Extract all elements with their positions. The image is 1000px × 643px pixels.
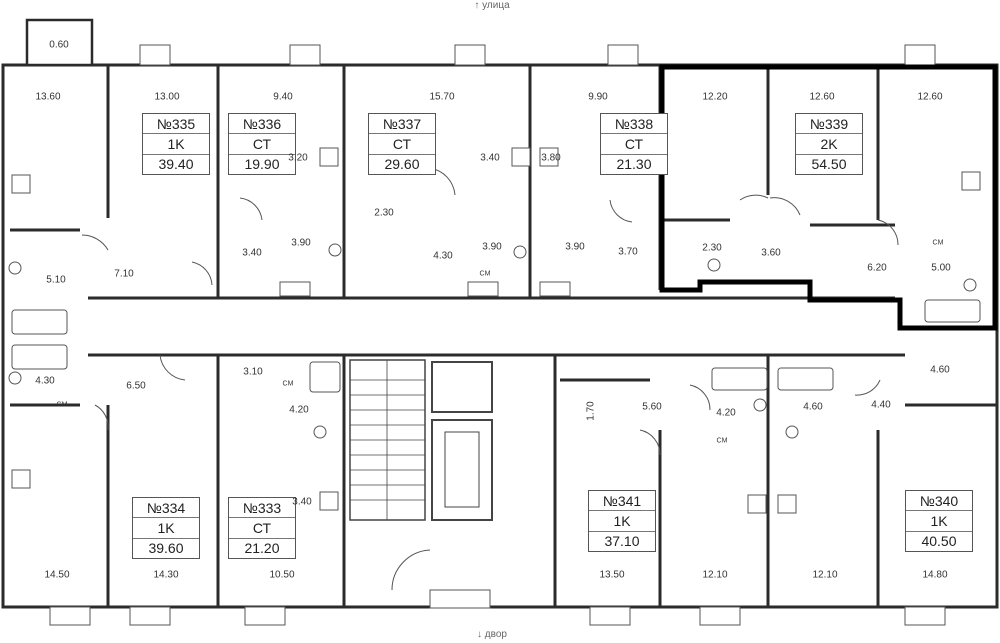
washer-label: CM xyxy=(932,239,944,247)
stairwell xyxy=(349,359,493,521)
room-area: 3.40 xyxy=(292,496,312,508)
apartment-type: СТ xyxy=(369,133,435,153)
apartment-type: СТ xyxy=(601,133,667,153)
apartment-area: 29.60 xyxy=(369,153,435,174)
apartment-number: №340 xyxy=(919,492,959,509)
room-area: 9.90 xyxy=(588,91,608,103)
highlighted-apartment-339 xyxy=(659,64,998,331)
interior-walls xyxy=(10,65,997,607)
room-area: 1.70 xyxy=(585,401,597,421)
room-area: 4.60 xyxy=(803,401,823,413)
apartment-336-label: №336 СТ 19.90 xyxy=(228,113,296,175)
apartment-338-label: №338 СТ 21.30 xyxy=(600,113,668,175)
apartment-type: 2K xyxy=(796,133,862,153)
room-area: 6.50 xyxy=(126,380,146,392)
apartment-number: №338 xyxy=(614,115,654,132)
apartment-337-label: №337 СТ 29.60 xyxy=(368,113,436,175)
room-area: 2.30 xyxy=(702,242,722,254)
balcony xyxy=(25,18,94,67)
room-area: 5.60 xyxy=(642,401,662,413)
washer-label: CM xyxy=(56,401,68,409)
apartment-type: СТ xyxy=(229,133,295,153)
windows xyxy=(49,44,946,626)
apartment-number: №336 xyxy=(242,115,282,132)
room-area: 3.40 xyxy=(480,152,500,164)
apartment-area: 39.60 xyxy=(133,537,199,558)
room-area: 3.80 xyxy=(541,152,561,164)
room-area: 14.80 xyxy=(922,569,948,581)
room-area: 2.30 xyxy=(374,207,394,219)
apartment-area: 21.30 xyxy=(601,153,667,174)
room-area: 12.60 xyxy=(917,91,943,103)
room-area: 12.20 xyxy=(702,91,728,103)
apartment-type: 1K xyxy=(589,510,655,530)
room-area: 12.10 xyxy=(812,569,838,581)
room-area: 14.50 xyxy=(44,569,70,581)
room-area: 6.20 xyxy=(867,262,887,274)
room-area: 3.90 xyxy=(291,237,311,249)
room-area: 13.00 xyxy=(154,91,180,103)
room-area: 3.10 xyxy=(243,366,263,378)
room-area: 3.90 xyxy=(482,241,502,253)
apartment-area: 54.50 xyxy=(796,153,862,174)
room-area: 14.30 xyxy=(153,569,179,581)
room-area: 4.20 xyxy=(289,404,309,416)
apartment-335-label: №335 1K 39.40 xyxy=(142,113,210,175)
room-area: 3.20 xyxy=(288,152,308,164)
yard-label: двор xyxy=(484,629,507,640)
apartment-area: 40.50 xyxy=(906,530,972,551)
apartment-340-label: №340 1K 40.50 xyxy=(905,490,973,552)
apartment-number: №341 xyxy=(602,492,642,509)
room-area: 3.70 xyxy=(618,246,638,258)
door-swings xyxy=(81,167,899,591)
street-label: улица xyxy=(482,0,510,11)
room-area: 5.00 xyxy=(931,262,951,274)
room-area: 0.60 xyxy=(49,39,69,51)
apartment-number: №339 xyxy=(809,115,849,132)
room-area: 10.50 xyxy=(269,569,295,581)
room-area: 3.40 xyxy=(242,247,262,259)
room-area: 4.20 xyxy=(716,407,736,419)
apartment-area: 19.90 xyxy=(229,153,295,174)
washer-label: CM xyxy=(282,380,294,388)
room-area: 13.60 xyxy=(35,91,61,103)
apartment-333-label: №333 СТ 21.20 xyxy=(228,497,296,559)
room-area: 5.10 xyxy=(46,274,66,286)
apartment-number: №337 xyxy=(382,115,422,132)
apartment-area: 39.40 xyxy=(143,153,209,174)
room-area: 3.90 xyxy=(565,241,585,253)
room-area: 4.40 xyxy=(871,399,891,411)
apartment-number: №334 xyxy=(146,499,186,516)
room-area: 4.30 xyxy=(35,375,55,387)
room-area: 4.30 xyxy=(433,250,453,262)
apartment-number: №333 xyxy=(242,499,282,516)
room-area: 7.10 xyxy=(114,268,134,280)
room-area: 3.60 xyxy=(761,247,781,259)
apartment-number: №335 xyxy=(156,115,196,132)
washer-label: CM xyxy=(479,270,491,278)
room-area: 13.50 xyxy=(599,569,625,581)
room-area: 12.60 xyxy=(809,91,835,103)
apartment-334-label: №334 1K 39.60 xyxy=(132,497,200,559)
apartment-type: 1K xyxy=(143,133,209,153)
apartment-type: 1K xyxy=(906,510,972,530)
apartment-341-label: №341 1K 37.10 xyxy=(588,490,656,552)
exterior-walls xyxy=(1,63,999,609)
room-area: 4.60 xyxy=(930,364,950,376)
kitchen-stoves xyxy=(11,147,981,514)
bathroom-fixtures xyxy=(8,243,981,439)
room-area: 9.40 xyxy=(273,91,293,103)
room-area: 15.70 xyxy=(429,91,455,103)
apartment-area: 21.20 xyxy=(229,537,295,558)
room-area: 12.10 xyxy=(702,569,728,581)
apartment-339-label: №339 2K 54.50 xyxy=(795,113,863,175)
yard-side-label: ↓ двор xyxy=(477,629,507,640)
apartment-area: 37.10 xyxy=(589,530,655,551)
washer-label: CM xyxy=(716,437,728,445)
apartment-type: СТ xyxy=(229,517,295,537)
apartment-type: 1K xyxy=(133,517,199,537)
street-side-label: ↑ улица xyxy=(474,0,510,11)
